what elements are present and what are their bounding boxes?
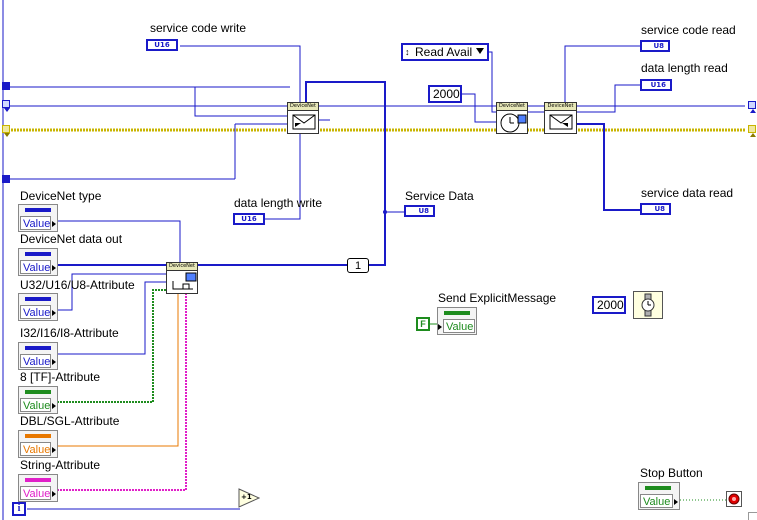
type-bar	[444, 311, 470, 315]
stop-button-value: Value	[640, 494, 673, 508]
devicenet-data-write-node[interactable]: DeviceNet	[166, 262, 198, 294]
u32-attribute-label: U32/U16/U8-Attribute	[20, 278, 135, 292]
tf-attribute-control[interactable]: Value	[18, 386, 58, 414]
stop-button-control[interactable]: Value	[638, 482, 680, 510]
u32-attribute-control[interactable]: Value	[18, 293, 58, 321]
type-bar	[25, 478, 51, 482]
devicenet-type-control[interactable]: Value	[18, 204, 58, 232]
service-data-indicator: U8	[404, 205, 435, 217]
type-bar	[25, 390, 51, 394]
data-length-read-indicator: U16	[640, 79, 672, 91]
read-avail-label: Read Avail	[415, 45, 473, 59]
wait-ms-node[interactable]	[633, 291, 663, 319]
increment-label: +1	[241, 493, 252, 501]
devicenet-write-explicit-node[interactable]: DeviceNet	[287, 102, 319, 134]
loop-border-corner	[748, 512, 757, 520]
loop-condition-stop-icon	[726, 491, 742, 507]
devicenet-type-label: DeviceNet type	[20, 189, 102, 203]
i32-attribute-value: Value	[20, 354, 51, 368]
shift-register-right-2	[748, 125, 756, 137]
send-explicit-message-indicator: Value	[437, 307, 477, 335]
terminal-arrow-icon	[52, 359, 56, 365]
node-header: DeviceNet	[497, 103, 527, 111]
iteration-symbol: i	[17, 503, 21, 514]
terminal-arrow-icon	[52, 265, 56, 271]
node-header: DeviceNet	[288, 103, 318, 111]
shift-register-right-1	[748, 101, 756, 113]
u32-attribute-value: Value	[20, 305, 51, 319]
wait-ms-constant[interactable]: 2000	[592, 296, 626, 314]
service-code-write-label: service code write	[150, 21, 247, 35]
stop-button-label: Stop Button	[640, 466, 703, 480]
data-write-icon	[169, 271, 197, 291]
send-explicit-message-label: Send ExplicitMessage	[438, 291, 557, 305]
terminal-arrow-icon	[438, 324, 442, 330]
index-value: 1	[354, 260, 362, 272]
false-value: F	[420, 319, 426, 329]
ring-arrows-icon: ↕	[405, 47, 410, 57]
service-data-read-label: service data read	[641, 186, 734, 200]
service-code-read-label: service code read	[641, 23, 736, 37]
shift-register-left-2	[2, 100, 10, 112]
shift-register-left-1	[2, 82, 10, 90]
type-bar	[25, 252, 51, 256]
node-header: DeviceNet	[167, 263, 197, 271]
type-bar	[25, 208, 51, 212]
clock-icon	[499, 111, 527, 133]
service-code-write-control[interactable]: U16	[146, 39, 178, 51]
type-bar	[645, 486, 671, 490]
type-bar	[25, 346, 51, 350]
i32-attribute-control[interactable]: Value	[18, 342, 58, 370]
devicenet-type-value: Value	[20, 216, 51, 230]
data-length-read-label: data length read	[641, 61, 728, 75]
terminal-arrow-icon	[52, 491, 56, 497]
false-constant[interactable]: F	[416, 317, 430, 331]
string-attribute-control[interactable]: Value	[18, 474, 58, 502]
dbl-attribute-control[interactable]: Value	[18, 430, 58, 458]
tf-attribute-value: Value	[20, 398, 51, 412]
dropdown-arrow-icon	[476, 48, 484, 54]
terminal-arrow-icon	[52, 403, 56, 409]
shift-register-left-4	[2, 175, 10, 183]
dbl-attribute-value: Value	[20, 442, 51, 456]
string-attribute-label: String-Attribute	[20, 458, 101, 472]
timeout-constant-read[interactable]: 2000	[428, 85, 462, 103]
terminal-arrow-icon	[52, 221, 56, 227]
service-data-read-indicator: U8	[640, 203, 671, 215]
read-avail-ring[interactable]: ↕ Read Avail	[401, 43, 489, 61]
devicenet-wait-node[interactable]: DeviceNet	[496, 102, 528, 134]
data-length-write-control[interactable]: U16	[233, 213, 265, 225]
envelope-icon	[290, 111, 316, 131]
type-bar	[25, 297, 51, 301]
dbl-attribute-label: DBL/SGL-Attribute	[20, 414, 120, 428]
iteration-terminal: i	[12, 502, 26, 516]
type-bar	[25, 434, 51, 438]
devicenet-data-out-control[interactable]: Value	[18, 248, 58, 276]
node-header: DeviceNet	[545, 103, 576, 111]
i32-attribute-label: I32/I16/I8-Attribute	[20, 326, 119, 340]
send-explicit-message-value: Value	[443, 319, 475, 333]
terminal-arrow-icon	[52, 310, 56, 316]
increment-node[interactable]: +1	[238, 488, 261, 508]
devicenet-data-out-value: Value	[20, 260, 51, 274]
devicenet-read-explicit-node[interactable]: DeviceNet	[544, 102, 577, 134]
shift-register-left-3	[2, 125, 10, 137]
terminal-arrow-icon	[674, 499, 678, 505]
service-code-read-indicator: U8	[640, 40, 670, 52]
tf-attribute-label: 8 [TF]-Attribute	[20, 370, 101, 384]
string-attribute-value: Value	[20, 486, 51, 500]
envelope-icon	[547, 111, 574, 131]
service-data-label: Service Data	[405, 189, 474, 203]
devicenet-data-out-label: DeviceNet data out	[20, 232, 123, 246]
index-array-constant[interactable]: 1	[347, 258, 369, 273]
data-length-write-label: data length write	[234, 196, 323, 210]
wristwatch-icon	[641, 293, 655, 317]
terminal-arrow-icon	[52, 447, 56, 453]
